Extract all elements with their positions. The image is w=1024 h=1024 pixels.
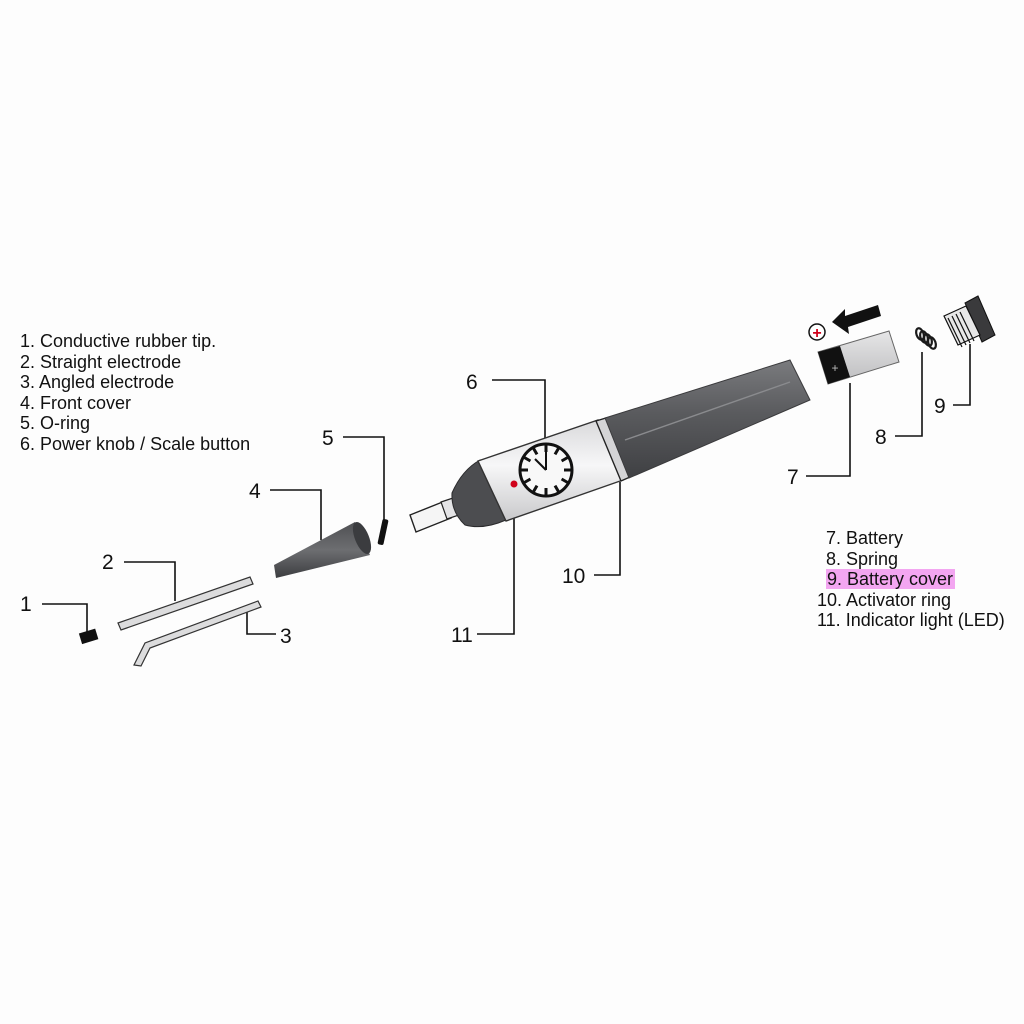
callout-11: 11	[451, 624, 473, 647]
insert-arrow-icon	[832, 305, 881, 334]
dial-ticks	[521, 445, 571, 495]
front-cover-rim	[352, 522, 372, 554]
battery-cover	[943, 295, 996, 348]
legend-left: 1. Conductive rubber tip. 2. Straight el…	[20, 331, 250, 455]
legend-item-3: 3. Angled electrode	[20, 372, 175, 393]
dial-tick	[553, 447, 560, 456]
leader-2	[124, 561, 176, 601]
indicator-led	[510, 480, 518, 488]
angled-electrode	[133, 600, 262, 667]
callout-6: 6	[466, 371, 478, 394]
leader-lines	[42, 344, 971, 635]
callout-2: 2	[102, 551, 114, 574]
leader-5	[343, 436, 385, 520]
legend-item-4: 4. Front cover	[20, 392, 132, 413]
dial-hand-diagonal	[534, 458, 547, 471]
spring	[915, 327, 937, 350]
legend-item-8: 8. Spring	[826, 548, 899, 569]
callout-numbers: 1 2 3 4 5 6 7 8 9 10 11	[20, 371, 946, 648]
leader-6	[492, 379, 546, 452]
legend-item-10: 10. Activator ring	[817, 589, 952, 610]
dial-tick	[560, 456, 569, 463]
legend-item-9-highlight: 9. Battery cover	[826, 569, 956, 590]
leader-7	[806, 383, 851, 477]
legend-item-11: 11. Indicator light (LED)	[817, 610, 1005, 631]
straight-electrode	[117, 576, 254, 631]
battery-polarity-cue: +	[808, 305, 881, 342]
o-ring	[377, 519, 389, 545]
front-nose	[451, 459, 507, 528]
callout-8: 8	[875, 426, 887, 449]
dial-tick	[560, 477, 569, 484]
barrel	[604, 359, 811, 479]
dial-tick	[532, 484, 539, 493]
dial-tick	[523, 477, 532, 484]
legend-right: 7. Battery 8. Spring 9. Battery cover 10…	[817, 528, 1005, 631]
leader-1	[42, 603, 88, 632]
legend-item-9: 9. Battery cover	[817, 569, 1005, 590]
barrel-highlight	[624, 381, 791, 441]
leader-4	[270, 489, 322, 540]
leader-8	[895, 352, 923, 437]
leader-11	[477, 484, 515, 635]
callout-7: 7	[787, 466, 799, 489]
callout-5: 5	[322, 427, 334, 450]
dial-tick	[553, 484, 560, 493]
callout-3: 3	[280, 625, 292, 648]
front-cover	[274, 522, 370, 578]
dial-tick	[532, 447, 539, 456]
dial-tick	[523, 456, 532, 463]
legend-item-1: 1. Conductive rubber tip.	[20, 331, 217, 351]
legend-item-2: 2. Straight electrode	[20, 351, 182, 372]
polarity-circle	[808, 323, 826, 341]
callout-4: 4	[249, 480, 261, 503]
callout-9: 9	[934, 395, 946, 418]
leader-3	[246, 607, 276, 635]
leader-9	[953, 344, 971, 406]
battery-terminal-symbol: +	[831, 361, 838, 375]
power-knob-dial	[518, 442, 574, 498]
legend-item-6: 6. Power knob / Scale button	[20, 433, 251, 454]
callout-1: 1	[20, 593, 32, 616]
legend-item-5: 5. O-ring	[20, 413, 91, 434]
polarity-symbol: +	[812, 325, 821, 342]
legend-item-7: 7. Battery	[826, 528, 904, 548]
callout-10: 10	[562, 565, 585, 588]
leader-10	[594, 482, 621, 576]
battery-negative-end	[818, 346, 850, 384]
rubber-tip	[78, 628, 99, 645]
battery: +	[817, 330, 900, 385]
